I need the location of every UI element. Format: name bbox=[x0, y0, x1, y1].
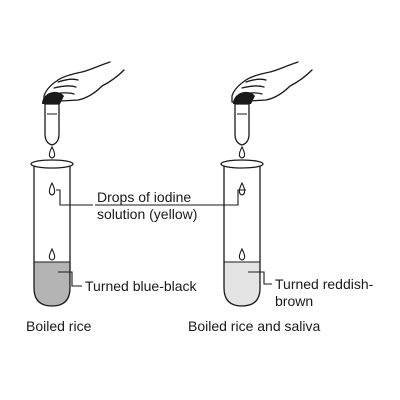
left-test-tube bbox=[33, 166, 71, 307]
left-result-pointer bbox=[58, 271, 82, 287]
left-drop-surface bbox=[48, 247, 56, 261]
caption-right: Boiled rice and saliva bbox=[188, 318, 321, 334]
right-setup bbox=[95, 61, 313, 307]
left-dropper-tube bbox=[44, 103, 60, 146]
right-dropper-bulb bbox=[233, 91, 255, 104]
drops-label-line-2: solution (yellow) bbox=[97, 206, 198, 222]
right-drops-pointer bbox=[95, 189, 246, 206]
result-right-line-2: brown bbox=[275, 293, 314, 309]
right-test-tube bbox=[223, 166, 261, 307]
right-tube-liquid bbox=[224, 262, 260, 306]
right-tube-rim bbox=[220, 159, 264, 169]
result-right-label: Turned reddish- brown bbox=[275, 276, 373, 310]
right-drop-surface bbox=[238, 247, 246, 261]
left-setup bbox=[30, 61, 125, 307]
right-dropper-tube bbox=[234, 103, 250, 146]
drops-label: Drops of iodine solution (yellow) bbox=[97, 189, 197, 223]
right-drop-mid bbox=[238, 181, 246, 196]
result-left-label: Turned blue-black bbox=[85, 278, 197, 294]
left-tube-liquid bbox=[34, 262, 70, 306]
result-right-line-1: Turned reddish- bbox=[275, 276, 374, 292]
right-result-pointer bbox=[248, 271, 272, 285]
left-tube-rim bbox=[30, 159, 74, 169]
left-hand-icon bbox=[43, 61, 125, 103]
left-drop-mid bbox=[48, 181, 56, 196]
caption-left: Boiled rice bbox=[26, 318, 92, 334]
left-falling-drop bbox=[48, 145, 56, 159]
right-falling-drop bbox=[238, 145, 246, 159]
left-drops-pointer bbox=[56, 189, 93, 206]
drops-label-line-1: Drops of iodine bbox=[97, 189, 192, 205]
left-dropper-bulb bbox=[42, 91, 64, 104]
